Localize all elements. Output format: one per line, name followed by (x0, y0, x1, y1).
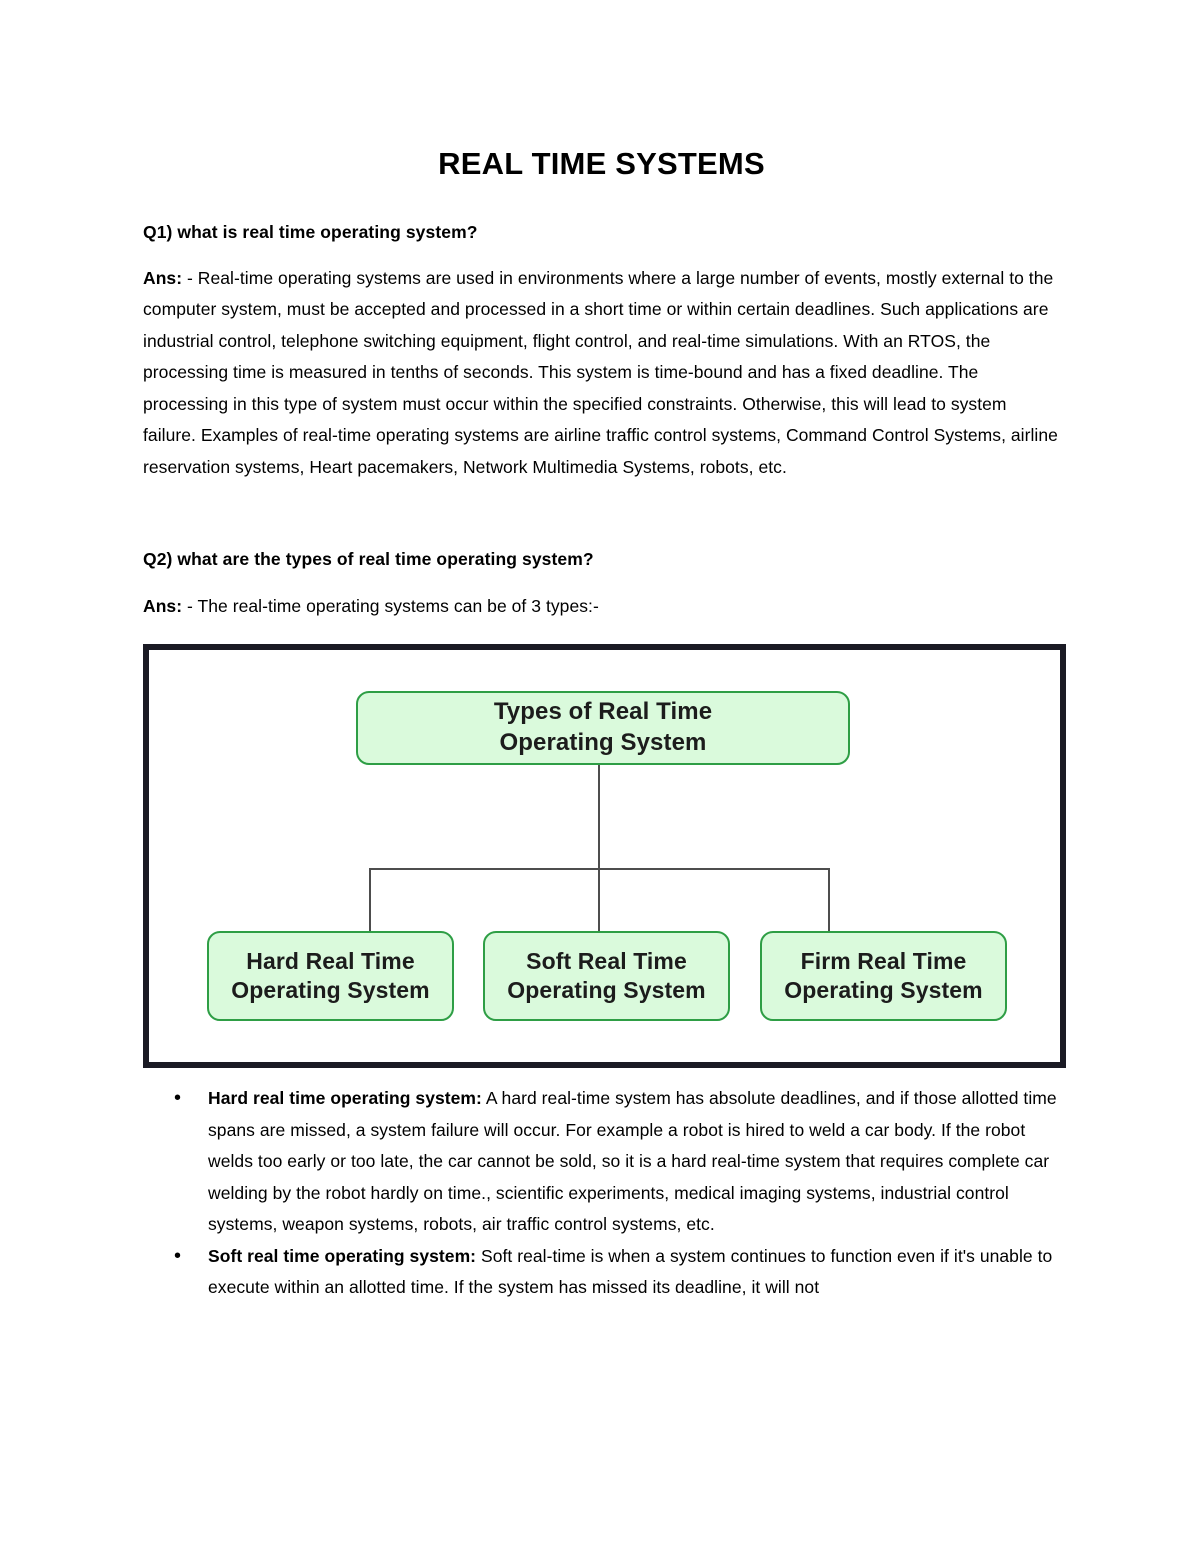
diagram-node-root-line1: Types of Real Time (493, 698, 713, 726)
diagram-node-firm-rtos: Firm Real Time Operating System (760, 931, 1007, 1022)
diagram-node-firm-line2: Operating System (784, 977, 983, 1004)
diagram-node-hard-rtos: Hard Real Time Operating System (207, 931, 454, 1022)
bullet-2-text: Soft real-time is when a system continue… (208, 1245, 1053, 1298)
diagram-node-hard-line1: Hard Real Time (246, 947, 415, 974)
question-1-heading: Q1) what is real time operating system? (143, 221, 478, 242)
bullet-1-text: A hard real-time system has absolute dea… (208, 1088, 1057, 1235)
diagram-canvas: Types of Real Time Operating System Hard… (149, 650, 1060, 1063)
rtos-types-diagram: Types of Real Time Operating System Hard… (143, 644, 1066, 1069)
answer-2-text: - The real-time operating systems can be… (182, 595, 599, 616)
connector-branch-middle (598, 868, 600, 933)
answer-2-paragraph: Ans: - The real-time operating systems c… (143, 591, 1060, 623)
diagram-node-soft-line2: Operating System (507, 977, 706, 1004)
question-2-heading: Q2) what are the types of real time oper… (143, 549, 594, 570)
answer-1-paragraph: Ans: - Real-time operating systems are u… (143, 263, 1060, 484)
answer-1-label: Ans: (143, 267, 183, 288)
bullet-2-term: Soft real time operating system: (208, 1245, 477, 1266)
bullet-1-term: Hard real time operating system: (208, 1088, 482, 1109)
diagram-node-root-line2: Operating System (499, 729, 707, 757)
connector-branch-right (828, 868, 830, 933)
connector-root-vertical (598, 764, 600, 870)
section-q1: Q1) what is real time operating system? … (143, 219, 1060, 484)
diagram-node-firm-line1: Firm Real Time (800, 947, 967, 974)
connector-branch-left (369, 868, 371, 933)
answer-2-label: Ans: (143, 595, 183, 616)
section-q2: Q2) what are the types of real time oper… (143, 546, 1060, 622)
document-content: REAL TIME SYSTEMS Q1) what is real time … (143, 0, 1066, 1304)
diagram-node-root: Types of Real Time Operating System (356, 691, 850, 766)
answer-1-text: - Real-time operating systems are used i… (143, 267, 1058, 477)
list-item: Soft real time operating system: Soft re… (143, 1241, 1060, 1304)
page-title: REAL TIME SYSTEMS (438, 146, 765, 181)
diagram-node-soft-rtos: Soft Real Time Operating System (483, 931, 730, 1022)
diagram-node-hard-line2: Operating System (231, 977, 430, 1004)
diagram-node-soft-line1: Soft Real Time (526, 947, 687, 974)
rtos-types-bullet-list: Hard real time operating system: A hard … (143, 1083, 1060, 1304)
list-item: Hard real time operating system: A hard … (143, 1083, 1060, 1241)
